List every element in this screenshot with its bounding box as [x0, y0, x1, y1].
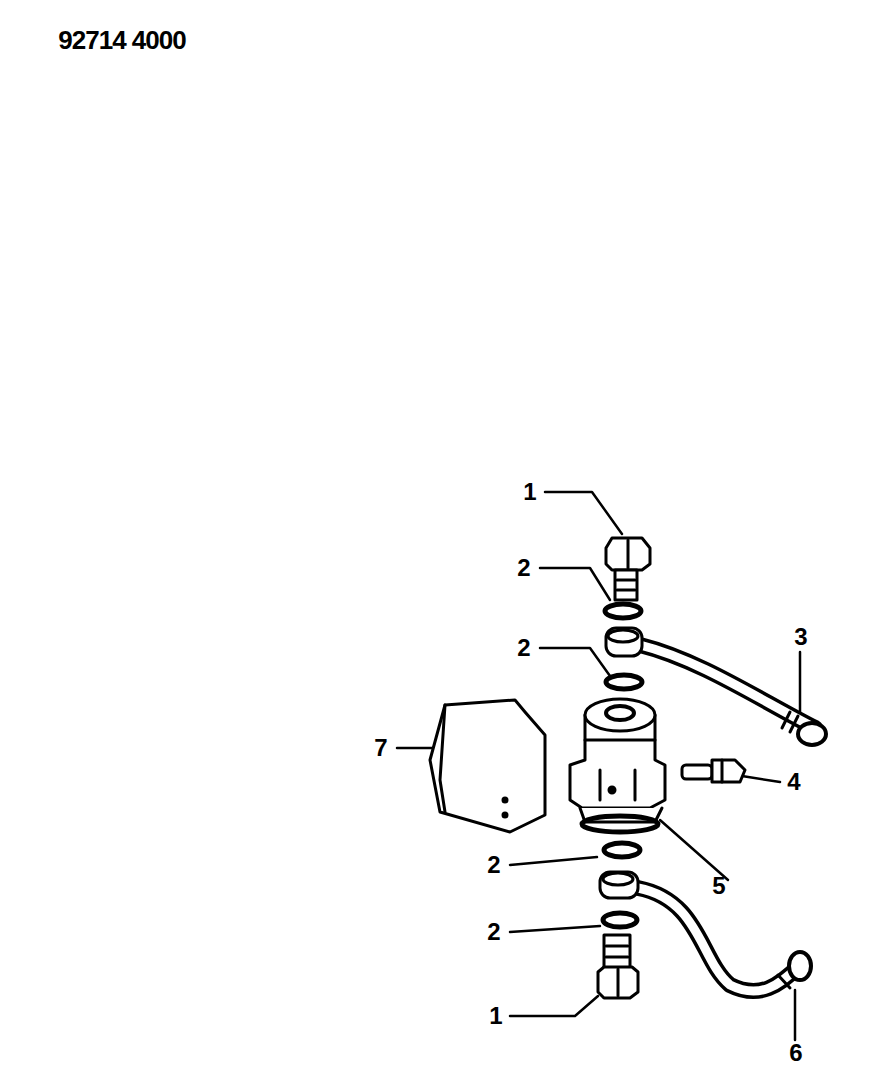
callout-number: 2: [517, 636, 530, 660]
figure-number: 92714 4000: [58, 27, 185, 53]
callout-number: 4: [787, 770, 800, 794]
callout-number: 6: [789, 1041, 802, 1065]
callout-number: 2: [487, 853, 500, 877]
callout-number: 1: [489, 1004, 502, 1028]
washer: [605, 604, 641, 618]
callout-number: 2: [487, 920, 500, 944]
callout-number: 3: [794, 625, 807, 649]
washer: [604, 843, 640, 857]
washer: [603, 913, 637, 927]
sensor: [682, 760, 745, 782]
callout-number: 2: [517, 556, 530, 580]
cover-plate: [430, 700, 545, 832]
filter-body: [570, 699, 665, 832]
washer: [606, 675, 642, 689]
banjo-bolt: [598, 935, 638, 998]
callout-number: 5: [712, 874, 725, 898]
leader-lines: [397, 492, 800, 1040]
callout-number: 7: [374, 736, 387, 760]
banjo-bolt: [606, 538, 650, 600]
callout-number: 1: [523, 480, 536, 504]
